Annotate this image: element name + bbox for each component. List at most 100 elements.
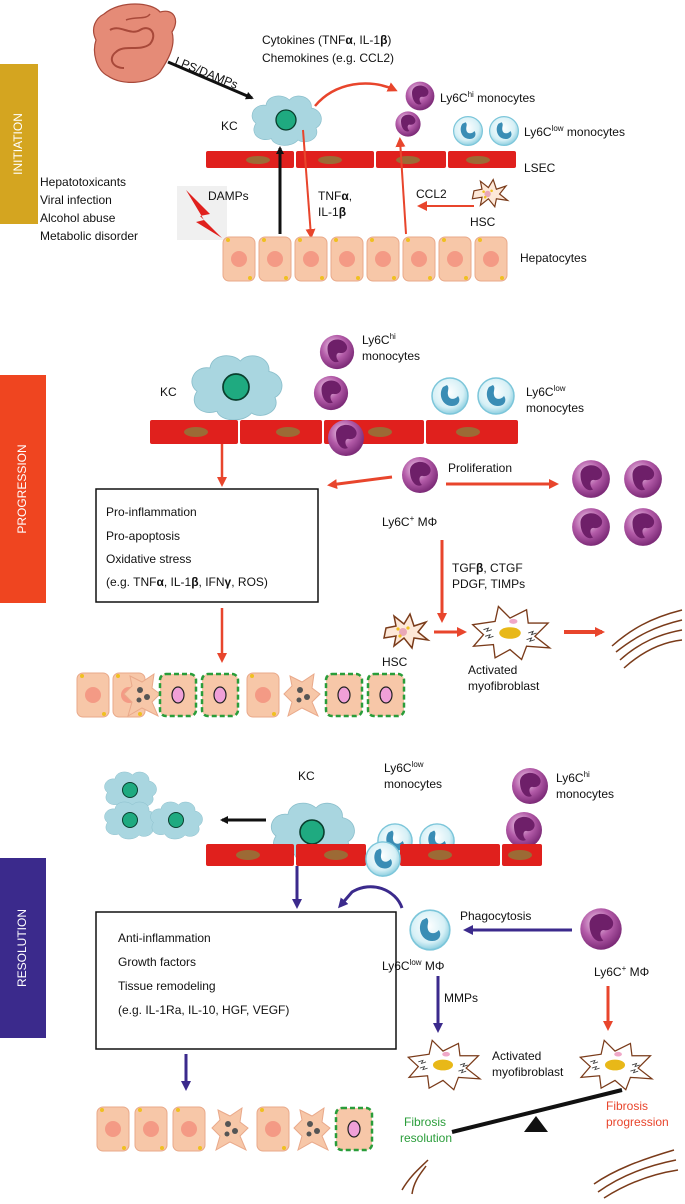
- ly6c-low-monocyte-2: [489, 115, 520, 146]
- lps-arrow: [167, 60, 254, 100]
- ly6c-hi-monocyte-res-1: [512, 768, 548, 804]
- progression-label: PROGRESSION: [15, 444, 29, 533]
- proliferation-label: Proliferation: [448, 461, 512, 475]
- ly6c-hi-label-res-line2: monocytes: [556, 787, 614, 801]
- myofibroblast-label-res: myofibroblast: [492, 1065, 564, 1079]
- hsc-label-initiation: HSC: [470, 215, 496, 229]
- mphi-to-box-arrow: [327, 475, 393, 490]
- hepatocyte-recruit-arrow: [395, 137, 407, 235]
- initiation-label: INITIATION: [11, 113, 25, 175]
- hsc-cell-prog: [383, 613, 429, 649]
- lsec-label: LSEC: [524, 161, 556, 175]
- hepatocyte-row-res: [96, 1106, 374, 1152]
- myofibroblast-res-1: [407, 1039, 481, 1091]
- progression-banner: PROGRESSION: [0, 375, 46, 603]
- lightning-icon: [177, 186, 227, 240]
- collagen-fibers-dense: [593, 1149, 679, 1199]
- ccl2-label: CCL2: [416, 187, 447, 201]
- ly6c-low-label-prog: Ly6Clow: [526, 384, 566, 399]
- ly6c-hi-label-prog-line2: monocytes: [362, 349, 420, 363]
- cause-1: Hepatotoxicants: [40, 175, 126, 189]
- ly6c-plus-mphi-label-res: Ly6C+ MΦ: [594, 964, 649, 979]
- cause-4: Metabolic disorder: [40, 229, 138, 243]
- cause-2: Viral infection: [40, 193, 112, 207]
- chemokines-label: Chemokines (e.g. CCL2): [262, 51, 394, 65]
- proliferated-monocyte-2: [624, 460, 662, 498]
- resolution-banner-bg: [0, 858, 46, 1038]
- balance-beam: [451, 1088, 623, 1134]
- ly6c-plus-mphi-res: [580, 908, 622, 950]
- intestine-icon: [92, 3, 177, 83]
- tissue-remodeling: Tissue remodeling: [118, 979, 216, 993]
- collagen-fibers-prog: [611, 609, 683, 669]
- fibrosis-progression-label-line2: progression: [606, 1115, 669, 1129]
- recruit-arrow: [314, 82, 398, 107]
- ly6c-hi-label-res: Ly6Chi: [556, 770, 590, 785]
- resolution-banner: RESOLUTION: [0, 858, 46, 1038]
- ly6c-plus-label-prog: Ly6C+ MΦ: [382, 514, 437, 529]
- hepatocyte-row-prog: [76, 672, 406, 718]
- initiation-banner-bg: [0, 64, 38, 224]
- ly6c-plus-mphi-prog: [402, 457, 438, 493]
- ly6c-hi-monocyte: [405, 81, 435, 111]
- ly6c-low-mphi-label: Ly6Clow MΦ: [382, 958, 445, 973]
- tgf-label: TGFβ, CTGF: [452, 561, 523, 575]
- lsec-layer-initiation: [206, 151, 516, 168]
- tnf-arrow: [302, 129, 316, 239]
- myofibroblast-label-prog: myofibroblast: [468, 679, 540, 693]
- tnf-label: TNFα,: [318, 189, 352, 203]
- mmps-label: MMPs: [444, 991, 478, 1005]
- kc-cluster-2: [103, 801, 158, 840]
- activated-label-prog: Activated: [468, 663, 517, 677]
- ly6c-hi-monocyte-small: [395, 111, 421, 137]
- ly6c-low-monocyte-prog-1: [431, 377, 469, 415]
- ly6c-low-monocyte-1: [453, 115, 483, 146]
- fibrosis-resolution-label-line2: resolution: [400, 1131, 452, 1145]
- fulcrum-icon: [524, 1116, 548, 1132]
- ly6c-hi-monocyte-res-2: [506, 812, 542, 848]
- resolution-box-examples: (e.g. IL-1Ra, IL-10, HGF, VEGF): [118, 1003, 289, 1017]
- pdgf-label: PDGF, TIMPs: [452, 577, 525, 591]
- proliferated-monocyte-1: [572, 460, 610, 498]
- kc-cell-prog: [190, 354, 283, 421]
- kc-label-prog: KC: [160, 385, 177, 399]
- hepatocytes-label: Hepatocytes: [520, 251, 587, 265]
- ly6c-low-monocyte-prog-2: [477, 377, 515, 415]
- fibrosis-progression-label: Fibrosis: [606, 1099, 648, 1113]
- ly6c-hi-monocyte-prog-1: [319, 334, 355, 370]
- anti-inflammation: Anti-inflammation: [118, 931, 211, 945]
- resolution-label: RESOLUTION: [15, 909, 29, 987]
- hsc-label-prog: HSC: [382, 655, 408, 669]
- ly6c-low-label-res: Ly6Clow: [384, 760, 424, 775]
- activated-label-res: Activated: [492, 1049, 541, 1063]
- ly6c-low-label-initiation: Ly6Clow monocytes: [524, 124, 625, 139]
- lsec-layer-res: [206, 844, 542, 866]
- cause-3: Alcohol abuse: [40, 211, 116, 225]
- myofibroblast-res-2: [579, 1039, 653, 1091]
- kc-cluster-3: [149, 801, 204, 840]
- kc-cell: [251, 95, 323, 147]
- progression-box-examples: (e.g. TNFα, IL-1β, IFNγ, ROS): [106, 575, 268, 589]
- pro-apoptosis: Pro-apoptosis: [106, 529, 180, 543]
- ly6c-hi-label-initiation: Ly6Chi monocytes: [440, 90, 535, 105]
- ly6c-low-mphi: [409, 909, 451, 951]
- kc-label-res: KC: [298, 769, 315, 783]
- proliferated-monocyte-3: [572, 508, 610, 546]
- initiation-banner: INITIATION: [0, 64, 38, 224]
- kc-label-initiation: KC: [221, 119, 238, 133]
- ly6c-hi-monocyte-prog-2: [313, 375, 349, 411]
- ly6c-low-label-prog-line2: monocytes: [526, 401, 584, 415]
- hepatocyte-row-initiation: [222, 236, 508, 282]
- ly6c-low-monocyte-res-3: [365, 841, 401, 877]
- progression-banner-bg: [0, 375, 46, 603]
- cytokines-label: Cytokines (TNFα, IL-1β): [262, 33, 391, 47]
- phagocytosis-label: Phagocytosis: [460, 909, 531, 923]
- lps-damps-label: LPS/DAMPs: [173, 54, 240, 92]
- ly6c-hi-label-prog: Ly6Chi: [362, 332, 396, 347]
- ly6c-low-label-res-line2: monocytes: [384, 777, 442, 791]
- hsc-cell-initiation: [471, 179, 509, 208]
- ly6c-hi-monocyte-prog-3: [328, 420, 364, 456]
- pro-inflammation: Pro-inflammation: [106, 505, 197, 519]
- oxidative-stress: Oxidative stress: [106, 552, 191, 566]
